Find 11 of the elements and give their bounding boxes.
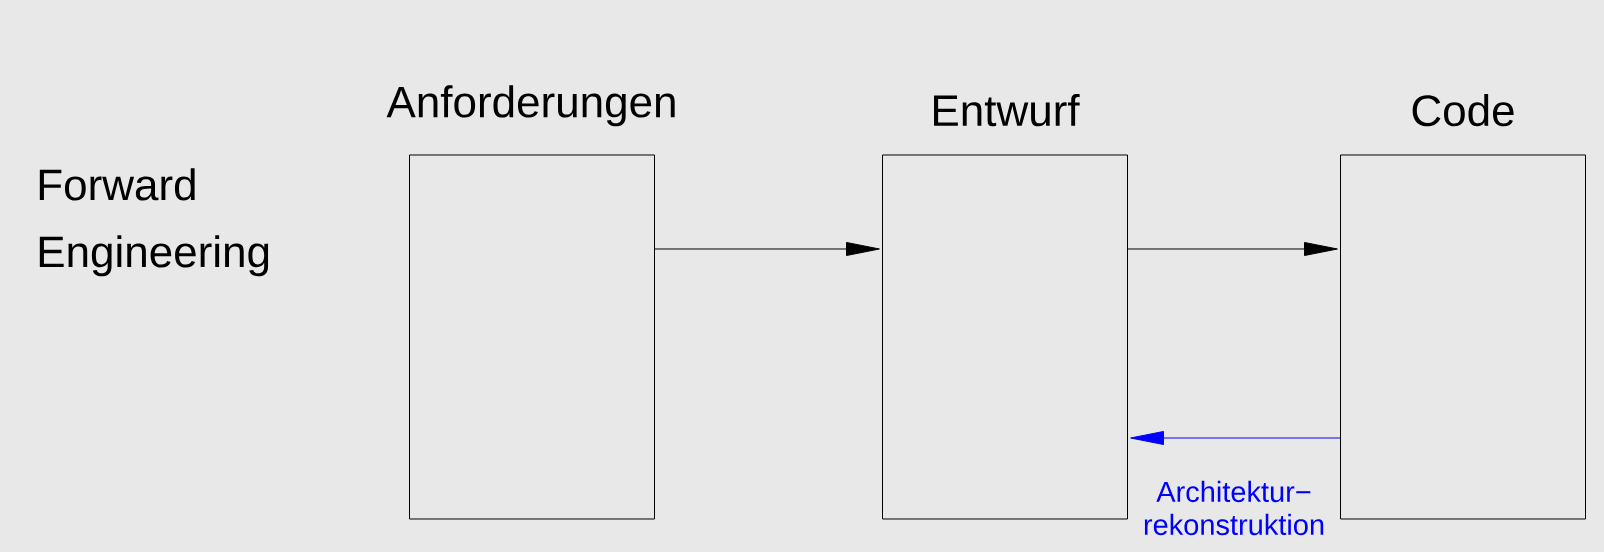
arrow — [1127, 241, 1338, 256]
node-label: Code — [1412, 93, 1514, 127]
stage-box: Code — [1340, 93, 1586, 520]
edge-label: Architektur− rekonstruktion — [1133, 479, 1335, 537]
node-label: Anforderungen — [386, 85, 675, 127]
arrow — [1130, 430, 1341, 445]
arrow — [654, 241, 880, 256]
stage-box: Entwurf — [882, 94, 1128, 520]
node-label: Entwurf — [934, 94, 1080, 127]
stage-box: Anforderungen — [386, 85, 675, 520]
row-label: Forward Engineering — [39, 168, 269, 277]
